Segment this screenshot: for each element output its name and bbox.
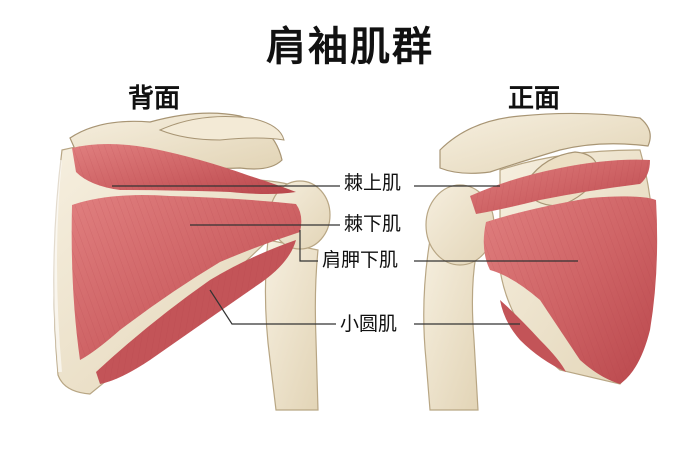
label-supraspinatus: 棘上肌 (342, 172, 404, 194)
acromion-front (439, 112, 651, 174)
label-teres-minor: 小圆肌 (338, 313, 400, 335)
front-view-label: 正面 (508, 84, 561, 114)
front-view-shoulder (423, 112, 658, 411)
label-infraspinatus: 棘下肌 (342, 213, 404, 235)
leader-teres-minor (209, 289, 520, 325)
leader-subscapularis (299, 230, 578, 262)
diagram-title: 肩袖肌群 (266, 24, 434, 70)
humerus-front (423, 239, 479, 411)
teres-front (500, 300, 566, 372)
back-view-shoulder (53, 112, 331, 411)
back-view-label: 背面 (128, 84, 181, 114)
leader-lines (112, 185, 578, 325)
label-subscapularis: 肩胛下肌 (320, 249, 401, 271)
humerus-back (264, 239, 319, 411)
clavicle-back (158, 116, 285, 141)
